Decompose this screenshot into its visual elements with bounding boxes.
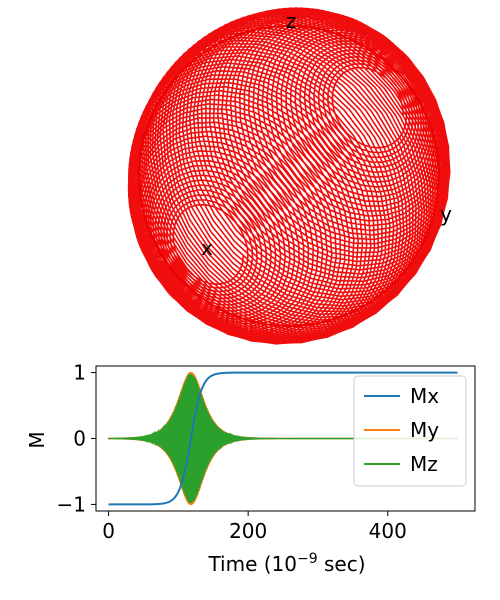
z-axis-label: z — [286, 9, 297, 33]
x-axis-ticks: 0 200 400 — [102, 511, 407, 543]
x-axis-title: Time (10−9 sec) — [207, 551, 365, 576]
y-tick-label: 1 — [73, 361, 86, 385]
y-axis-ticks: −1 0 1 — [57, 361, 96, 516]
y-axis-label: y — [440, 202, 452, 226]
legend-label-My: My — [410, 418, 439, 442]
series-Mx — [108, 371, 458, 506]
x-tick-label: 200 — [229, 519, 267, 543]
legend-box — [353, 375, 467, 487]
y-tick-label: −1 — [57, 492, 86, 516]
x-tick-label: 400 — [369, 519, 407, 543]
legend-label-Mx: Mx — [410, 384, 439, 408]
legend-label-Mz: Mz — [410, 452, 438, 476]
y-axis-title: M — [25, 431, 49, 448]
y-tick-label: 0 — [73, 427, 86, 451]
x-axis-label: x — [201, 236, 213, 260]
x-tick-label: 0 — [102, 519, 115, 543]
sphere-outline — [138, 25, 440, 327]
trajectory-path — [127, 7, 451, 345]
sphere-3d-plot: z y x — [127, 7, 452, 345]
trajectory-lines — [127, 7, 451, 345]
